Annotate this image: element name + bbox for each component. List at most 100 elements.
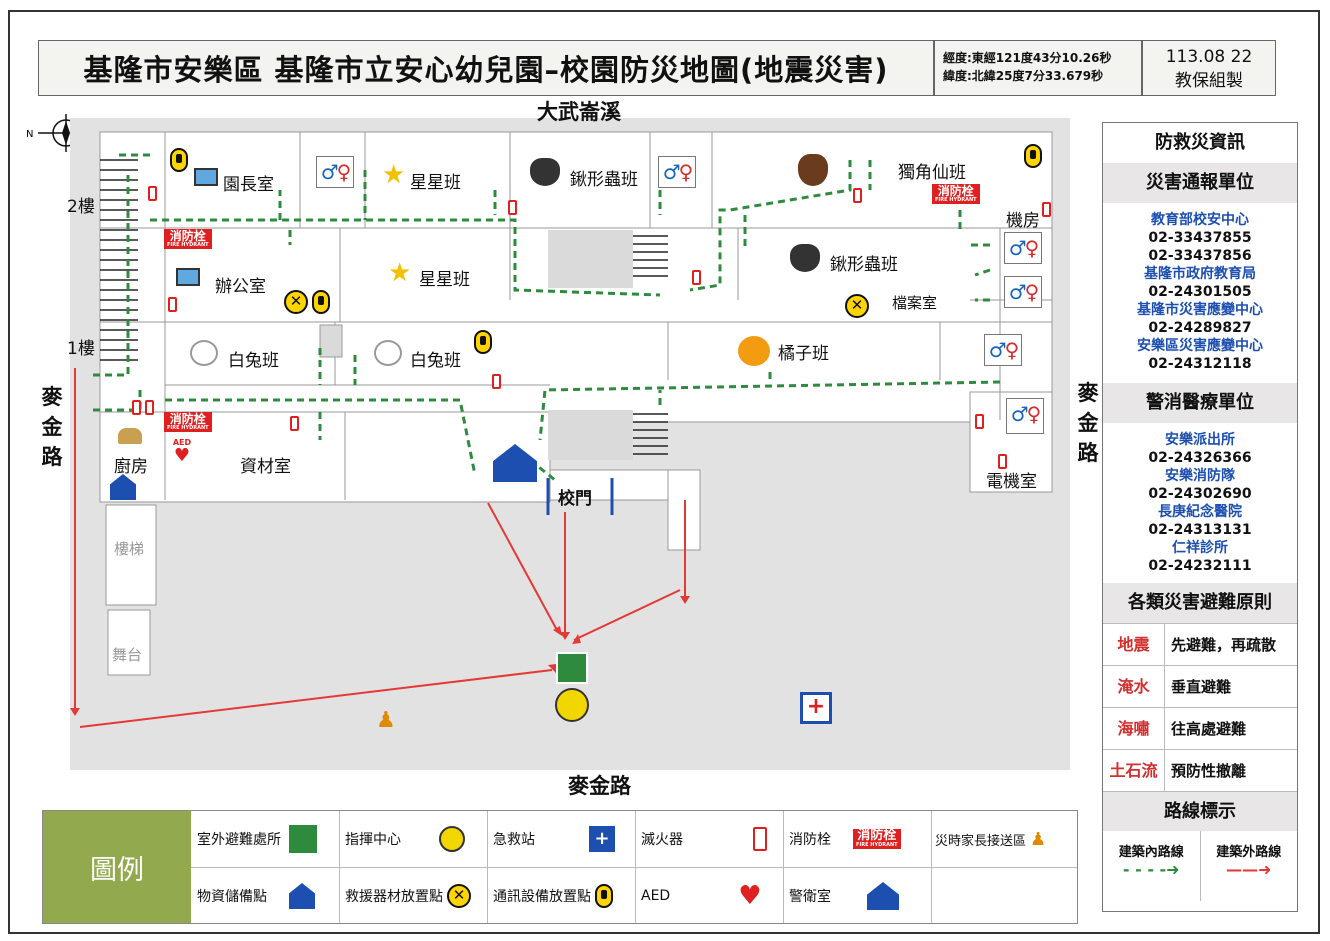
route-title: 路線標示 <box>1103 791 1297 831</box>
legend-item: 災時家長接送區♟ <box>935 828 1047 850</box>
longitude-text: 經度:東經121度43分10.26秒 <box>943 51 1112 65</box>
room-archive: 檔案室 <box>892 294 938 312</box>
restroom-icon: ♂♀ <box>1004 276 1042 308</box>
report-unit-phone: 02-24301505 <box>1148 284 1252 300</box>
outside-route-arrow-icon: ——➜ <box>1226 860 1272 879</box>
route-inside-label: 建築內路線 <box>1118 845 1184 860</box>
room-office: 辦公室 <box>215 277 266 297</box>
first-aid-icon: + <box>589 826 615 852</box>
rescue-tools-icon: ✕ <box>845 294 869 318</box>
emergency-unit-phone: 02-24326366 <box>1148 450 1252 466</box>
rule-row: 地震先避難，再疏散 <box>1103 623 1297 665</box>
road-label-bottom: 麥金路 <box>568 774 631 798</box>
rule-row: 土石流預防性撤離 <box>1103 749 1297 791</box>
page-frame <box>8 10 1320 934</box>
aed-icon: AED ♥ <box>172 438 192 466</box>
report-unit-name: 基隆市政府教育局 <box>1144 266 1256 282</box>
stage-label: 舞台 <box>112 646 143 664</box>
comm-device-icon <box>474 330 492 354</box>
legend-item: 急救站+ <box>493 811 615 867</box>
room-star-2f: 星星班 <box>410 173 461 193</box>
command-center-icon <box>439 826 465 852</box>
legend-item: AED♥ <box>641 881 762 911</box>
star-icon: ★ <box>388 258 412 288</box>
extinguisher-icon <box>492 374 501 389</box>
latitude-text: 緯度:北緯25度7分33.679秒 <box>943 69 1104 83</box>
emergency-unit-name: 仁祥診所 <box>1172 540 1228 556</box>
room-kitchen: 廚房 <box>114 457 148 477</box>
report-unit-name: 教育部校安中心 <box>1151 212 1249 228</box>
legend-title: 圖例 <box>43 811 191 923</box>
road-label-left: 麥金路 <box>41 385 63 469</box>
rule-row: 海嘯往高處避難 <box>1103 707 1297 749</box>
star-icon: ★ <box>382 160 406 190</box>
extinguisher-icon <box>1042 202 1051 217</box>
extinguisher-icon <box>132 400 141 415</box>
report-unit-phone: 02-33437855 <box>1148 230 1252 246</box>
emergency-unit-name: 安樂消防隊 <box>1165 468 1235 484</box>
route-key: 建築內路線 - - - -➜ 建築外路線 ——➜ <box>1103 831 1297 901</box>
room-rabbit-b: 白兔班 <box>410 351 461 371</box>
emergency-unit-name: 長庚紀念醫院 <box>1158 504 1242 520</box>
emergency-unit-name: 安樂派出所 <box>1165 432 1235 448</box>
comm-device-icon <box>170 148 188 172</box>
rabbit-icon <box>190 340 218 366</box>
date-text: 113.08 22 <box>1165 47 1253 67</box>
storage-icon <box>289 883 315 909</box>
room-unicorn: 獨角仙班 <box>898 163 966 183</box>
rules-title: 各類災害避難原則 <box>1103 583 1297 623</box>
emergency-unit-phone: 02-24313131 <box>1148 522 1252 538</box>
rhino-beetle-icon <box>798 154 828 186</box>
restroom-icon: ♂♀ <box>1006 398 1044 434</box>
evacuation-site-icon <box>556 652 588 684</box>
report-unit-name: 基隆市災害應變中心 <box>1137 302 1263 318</box>
first-aid-icon: + <box>800 692 832 724</box>
gate-label: 校門 <box>558 489 592 509</box>
extinguisher-icon <box>975 414 984 429</box>
legend-item: 警衛室 <box>789 868 899 924</box>
panel-title: 防救災資訊 <box>1103 123 1297 163</box>
rule-row: 淹水垂直避難 <box>1103 665 1297 707</box>
command-center-icon <box>555 688 589 722</box>
restroom-icon: ♂♀ <box>1004 232 1042 264</box>
computer-icon <box>194 168 218 186</box>
parent-pickup-icon: ♟ <box>376 708 396 733</box>
report-unit-phone: 02-24289827 <box>1148 320 1252 336</box>
rescue-tools-icon: ✕ <box>284 290 308 314</box>
room-orange: 橘子班 <box>778 344 829 364</box>
room-principal: 園長室 <box>223 175 274 195</box>
extinguisher-icon <box>753 827 767 851</box>
rabbit-icon <box>374 340 402 366</box>
evacuation-site-icon <box>289 825 317 853</box>
room-machine: 機房 <box>1006 211 1040 231</box>
report-unit-name: 安樂區災害應變中心 <box>1137 338 1263 354</box>
emergency-units-title: 警消醫療單位 <box>1103 383 1297 423</box>
extinguisher-icon <box>998 454 1007 469</box>
report-unit-phone: 02-24312118 <box>1148 356 1252 372</box>
road-label-right: 麥金路 <box>1077 381 1099 465</box>
computer-icon <box>176 268 200 286</box>
restroom-icon: ♂♀ <box>984 334 1022 366</box>
comm-device-icon <box>595 884 613 908</box>
report-unit-phone: 02-33437856 <box>1148 248 1252 264</box>
room-electric: 電機室 <box>986 472 1037 492</box>
compass-icon: N <box>26 114 92 152</box>
svg-text:N: N <box>26 129 33 140</box>
floor-1-label: 1樓 <box>67 339 95 359</box>
author-text: 教保組製 <box>1175 71 1243 91</box>
extinguisher-icon <box>168 297 177 312</box>
room-beetle-2f: 鍬形蟲班 <box>570 170 638 190</box>
floor-2-label: 2樓 <box>67 197 95 217</box>
emergency-units-list: 安樂派出所 02-24326366 安樂消防隊 02-24302690 長庚紀念… <box>1103 423 1297 583</box>
beetle-icon <box>530 158 560 186</box>
disaster-info-panel: 防救災資訊 災害通報單位 教育部校安中心 02-33437855 02-3343… <box>1102 122 1298 912</box>
extinguisher-icon <box>692 270 701 285</box>
legend-item: 滅火器 <box>641 811 767 867</box>
route-outside-label: 建築外路線 <box>1216 845 1282 860</box>
guard-room-icon <box>867 882 899 910</box>
beetle-icon <box>790 244 820 272</box>
